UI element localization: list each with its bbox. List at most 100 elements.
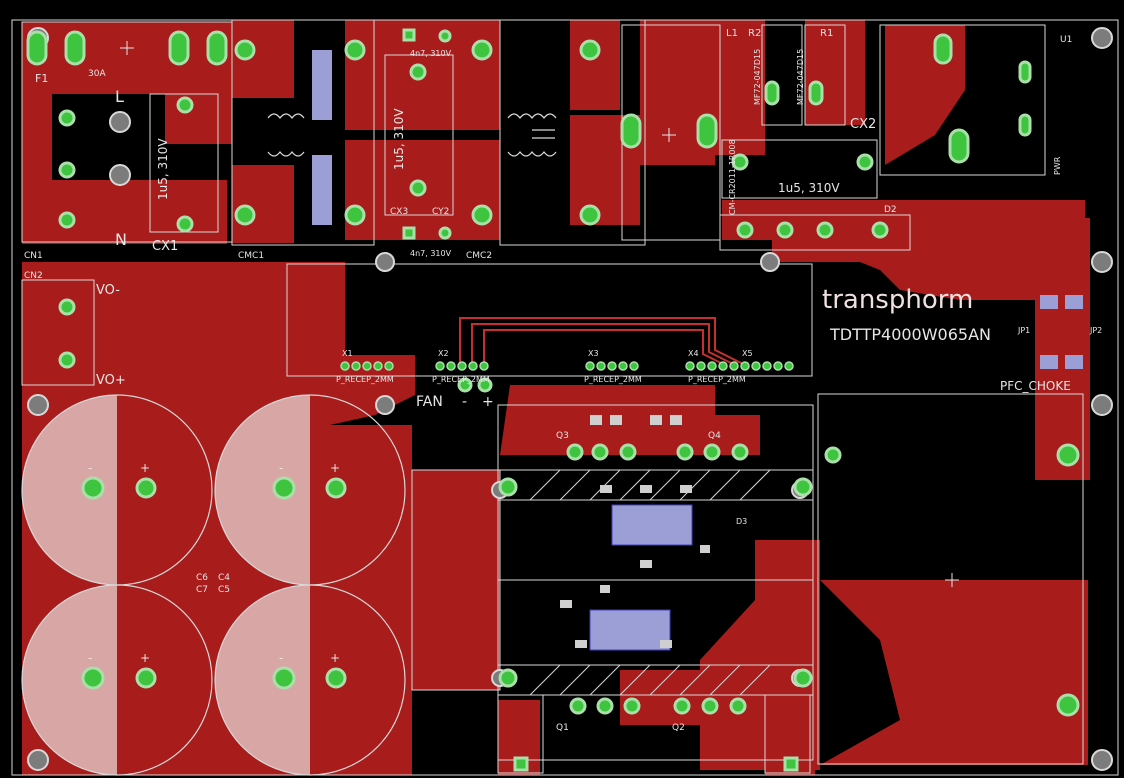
copper-r1-area	[805, 20, 865, 125]
x3-header	[585, 361, 639, 371]
mount-hole-br	[1091, 749, 1113, 771]
pad-c4-pos	[325, 477, 347, 499]
label-mf-part-r2: MF72-047D15	[753, 49, 762, 105]
pad-u1-4	[1018, 113, 1032, 137]
pin	[751, 361, 761, 371]
pad-bridge-tl	[498, 477, 518, 497]
fan-traces	[459, 317, 746, 366]
mount-hole-r	[1091, 251, 1113, 273]
pin	[729, 361, 739, 371]
pad-cn1-1	[58, 109, 76, 127]
pad-cx1-1	[176, 96, 194, 114]
copper-cmc1-bottom	[232, 165, 294, 243]
d2-outline	[719, 214, 911, 251]
hatch-line	[619, 664, 651, 696]
hatch-line	[649, 664, 681, 696]
r1-outline	[804, 24, 846, 126]
label-x4: X4	[688, 349, 699, 358]
through-hole-pads	[26, 28, 1080, 772]
cap-c6-shade	[22, 395, 117, 585]
pin	[457, 361, 467, 371]
pad-q2-3	[729, 697, 747, 715]
label-c6-minus: -	[88, 461, 92, 475]
smd-part	[640, 560, 652, 568]
crosshair-marks	[120, 41, 959, 587]
pad-cn2-1	[58, 298, 76, 316]
trace-1	[459, 317, 746, 366]
pad-fan-1	[457, 377, 473, 393]
pad-cmc2-1	[471, 39, 493, 61]
label-x5: X5	[742, 349, 753, 358]
label-model: TDTTP4000W065AN	[829, 325, 991, 344]
header-pins	[340, 361, 794, 371]
pin	[351, 361, 361, 371]
label-u1: U1	[1060, 35, 1072, 45]
x4-x5-header	[685, 361, 794, 371]
hatch-line	[559, 469, 591, 501]
label-cn1: CN1	[24, 251, 43, 261]
pad-q1-1	[569, 697, 587, 715]
label-recep-4: P_RECEP_2MM	[688, 375, 746, 384]
label-cx3: CX3	[390, 207, 408, 217]
pin	[362, 361, 372, 371]
mount-hole-mr	[1091, 394, 1113, 416]
label-q3: Q3	[556, 431, 569, 441]
pin	[629, 361, 639, 371]
label-c4-minus: -	[279, 461, 283, 475]
pin	[718, 361, 728, 371]
pad-cmc2-2	[471, 204, 493, 226]
mount-hole-n	[109, 164, 131, 186]
pad-q3-1	[566, 443, 584, 461]
label-c7-plus: +	[140, 651, 150, 665]
pad-cap-left	[513, 756, 529, 772]
label-x2: X2	[438, 349, 449, 358]
label-q2: Q2	[672, 723, 685, 733]
smd-part	[600, 485, 612, 493]
pad-choke-3	[1056, 693, 1080, 717]
pad-u1-1	[933, 33, 953, 65]
label-jp2: JP2	[1089, 326, 1102, 335]
pad-q1-3	[623, 697, 641, 715]
hatch-line	[679, 469, 711, 501]
label-d2: D2	[884, 205, 897, 215]
pad-d2-4	[871, 221, 889, 239]
label-cx3-value: 1u5, 310V	[392, 108, 406, 170]
pad-cn1-2	[58, 161, 76, 179]
hatch-line	[529, 664, 561, 696]
pin	[773, 361, 783, 371]
u1-outline	[879, 24, 1046, 176]
label-l1: L1	[726, 28, 738, 39]
smd-part	[590, 415, 602, 425]
smd-part	[700, 545, 710, 553]
mount-hole-fan-r	[760, 252, 780, 272]
copper-cn1-low	[52, 180, 227, 244]
smd-resistor-array-bottom	[312, 155, 332, 225]
pad-cx1-2	[176, 215, 194, 233]
r2-outline	[761, 24, 803, 126]
label-pfc-choke: PFC_CHOKE	[1000, 379, 1071, 393]
cmc1-outline	[231, 19, 375, 246]
hatch-line	[709, 469, 741, 501]
ic-driver-bottom	[589, 609, 671, 651]
smd-part	[670, 415, 682, 425]
label-cn2: CN2	[24, 271, 43, 281]
label-fan: FAN	[416, 394, 443, 410]
pad-q4-3	[731, 443, 749, 461]
smd-small-parts	[560, 415, 710, 648]
hatch-line	[619, 469, 651, 501]
pad-bridge-br	[793, 668, 813, 688]
pin	[762, 361, 772, 371]
label-r2: R2	[748, 28, 761, 39]
label-cy1-value: 4n7, 310V	[410, 49, 452, 58]
pad-cy2-1	[402, 226, 416, 240]
label-fan-plus: +	[482, 394, 494, 410]
hatch-line	[559, 664, 591, 696]
label-c7-minus: -	[88, 651, 92, 665]
pin	[707, 361, 717, 371]
pad-q3-3	[619, 443, 637, 461]
pad-cmc1-4	[344, 204, 366, 226]
copper-fuse-area	[22, 22, 232, 94]
pad-u1-2	[948, 128, 970, 164]
pad-cy1-2	[438, 29, 452, 43]
